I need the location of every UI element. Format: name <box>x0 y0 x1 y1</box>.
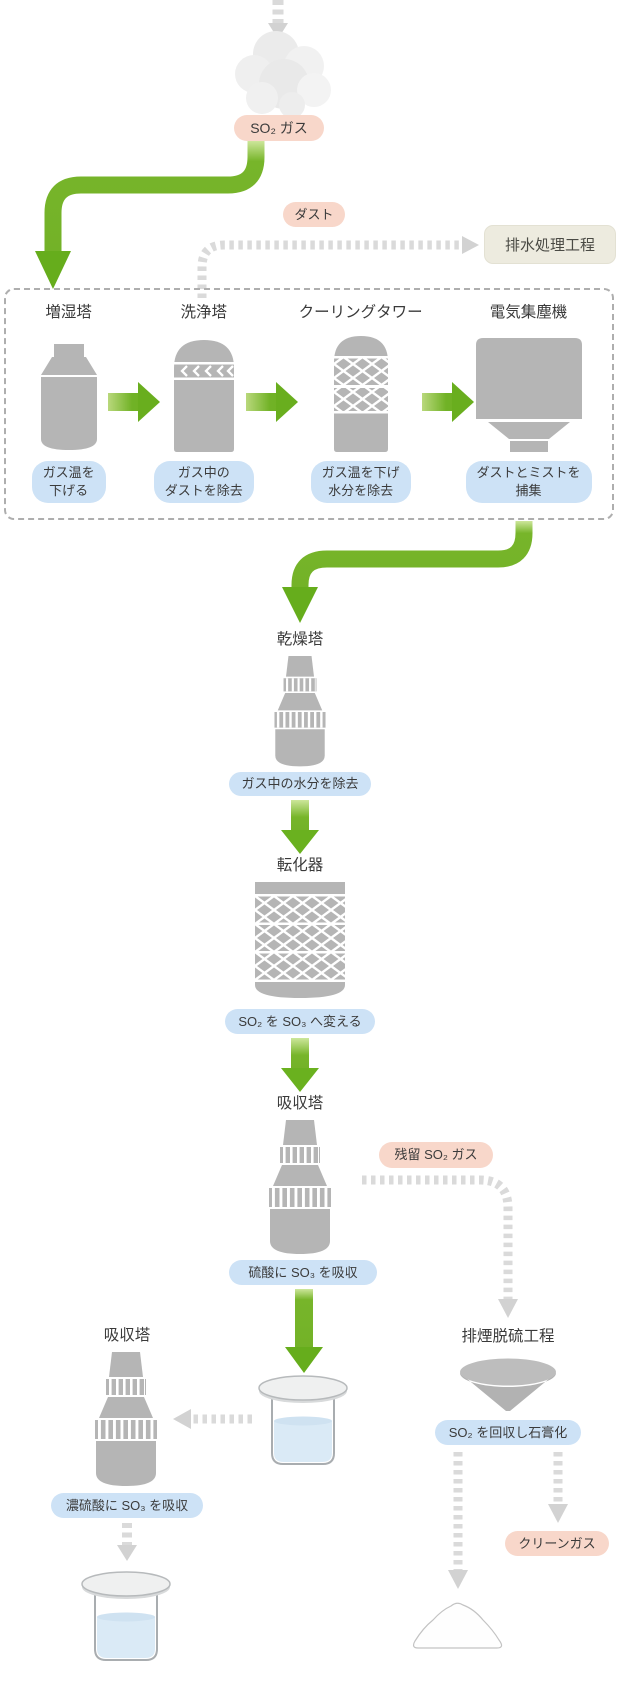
station-caption: ガス温を 下げる <box>31 461 106 503</box>
converter-caption: SO₂ を SO₃ へ変える <box>225 1009 375 1034</box>
smoke-cloud-icon <box>235 31 331 118</box>
station-title: 電気集塵機 <box>489 304 568 321</box>
station-electrostatic-precipitator: 電気集塵機 ダストとミストを 捕集 <box>445 303 612 518</box>
station-title: 洗浄塔 <box>180 304 227 321</box>
washing-tower-icon <box>173 340 234 452</box>
fgd-unit-icon <box>460 1358 556 1411</box>
station-caption: ガス温を下げ 水分を除去 <box>310 461 411 503</box>
inlet-gas-dashed-arrow-icon <box>268 0 288 39</box>
station-caption: ダストとミストを 捕集 <box>465 461 592 503</box>
flow-arrow-station-1-2 <box>108 382 160 422</box>
electrostatic-precipitator-icon <box>475 338 582 452</box>
flow-arrow-pretreatment-to-drying <box>282 521 533 623</box>
clean-gas-label: クリーンガス <box>505 1531 609 1556</box>
flow-arrow-absorber-to-beaker <box>285 1289 323 1373</box>
flow-arrow-station-2-3 <box>246 382 298 422</box>
flow-arrow-so2-to-pretreatment <box>35 141 265 289</box>
residual-so2-dashed-arrow-icon <box>362 1175 518 1318</box>
dust-label: ダスト <box>283 202 345 227</box>
wastewater-process-box: 排水処理工程 <box>484 225 616 264</box>
concentrated-acid-beaker-icon <box>81 1571 171 1661</box>
so2-gas-label: SO₂ ガス <box>234 115 324 141</box>
final-product-dashed-arrow-icon <box>117 1523 137 1561</box>
clean-gas-dashed-arrow-icon <box>548 1452 568 1523</box>
fgd-process-title: 排煙脱硫工程 <box>461 1328 555 1345</box>
drying-tower-icon <box>272 656 328 768</box>
dust-dashed-arrow-icon <box>197 236 479 298</box>
flow-arrow-drying-to-converter <box>281 800 319 854</box>
residual-so2-label: 残留 SO₂ ガス <box>379 1142 493 1168</box>
station-caption: ガス中の ダストを除去 <box>153 461 254 503</box>
gypsum-pile-icon <box>412 1602 503 1649</box>
absorption-tower-icon <box>266 1120 334 1256</box>
station-humidifying-tower: 増湿塔 ガス温を 下げる <box>6 303 131 518</box>
absorption-tower-title: 吸収塔 <box>276 1095 324 1112</box>
humidifying-tower-icon <box>40 344 97 450</box>
absorption-tower2-title: 吸収塔 <box>103 1327 151 1344</box>
acid-beaker-icon <box>258 1375 348 1465</box>
station-cooling-tower: クーリングタワー ガス温を下げ 水分を除去 <box>276 303 445 518</box>
fgd-caption: SO₂ を回収し石膏化 <box>435 1420 581 1445</box>
cooling-tower-icon <box>333 336 388 452</box>
station-washing-tower: 洗浄塔 ガス中の ダストを除去 <box>131 303 276 518</box>
converter-title: 転化器 <box>276 857 324 874</box>
absorption-tower-caption: 硫酸に SO₃ を吸収 <box>229 1260 377 1285</box>
drying-tower-caption: ガス中の水分を除去 <box>229 772 371 796</box>
flow-arrow-converter-to-absorber <box>281 1038 319 1092</box>
converter-icon <box>255 882 345 998</box>
pretreatment-box: 増湿塔 ガス温を 下げる 洗浄塔 <box>4 288 614 520</box>
flow-arrow-station-3-4 <box>422 382 474 422</box>
absorption-tower2-icon <box>92 1352 160 1488</box>
absorption-tower2-caption: 濃硫酸に SO₃ を吸収 <box>51 1493 203 1518</box>
gypsum-dashed-arrow-icon <box>448 1452 468 1589</box>
recycle-dashed-arrow-icon <box>173 1409 252 1429</box>
drying-tower-title: 乾燥塔 <box>276 631 324 648</box>
station-title: 増湿塔 <box>45 304 92 321</box>
station-title: クーリングタワー <box>298 304 423 321</box>
